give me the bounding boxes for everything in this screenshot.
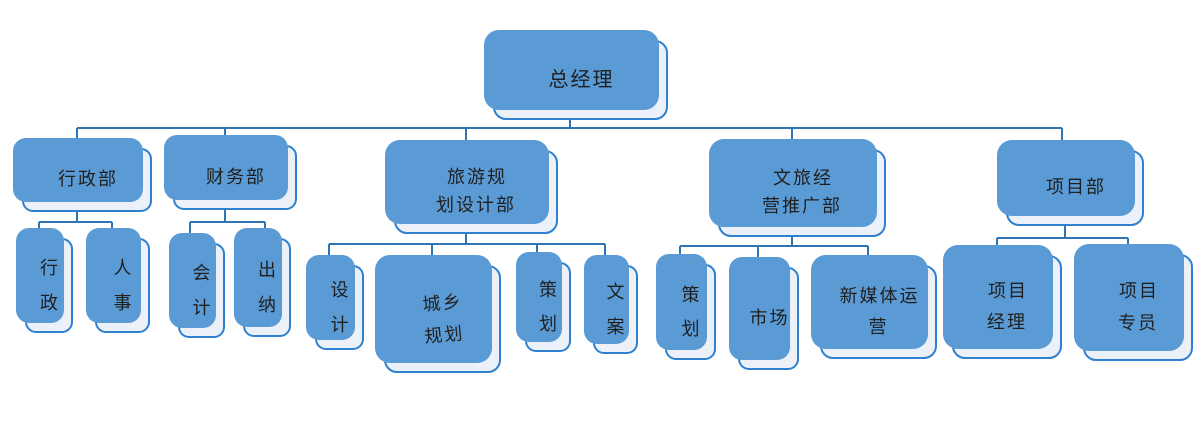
node-label: 会 计 bbox=[192, 263, 211, 318]
node-label: 出 纳 bbox=[258, 260, 276, 315]
node-urban-rural-planning: 城乡 规划 bbox=[384, 265, 501, 373]
node-label: 新媒体运 营 bbox=[839, 285, 920, 338]
node-project-dept: 项目部 bbox=[1006, 150, 1144, 226]
node-label: 项目 专员 bbox=[1118, 281, 1159, 333]
node-label: 项目部 bbox=[1046, 177, 1106, 198]
node-accounting: 会 计 bbox=[178, 243, 225, 338]
node-cashier: 出 纳 bbox=[243, 238, 291, 337]
node-label: 文旅经 营推广部 bbox=[762, 168, 842, 216]
node-planning: 策 划 bbox=[525, 262, 571, 352]
node-general-manager: 总经理 bbox=[493, 40, 668, 120]
node-label: 人 事 bbox=[113, 258, 132, 313]
node-label: 行 政 bbox=[40, 258, 58, 313]
node-admin: 行 政 bbox=[25, 238, 73, 333]
node-label: 策 划 bbox=[539, 279, 557, 334]
node-label: 城乡 规划 bbox=[421, 290, 465, 346]
node-label: 行政部 bbox=[58, 169, 118, 190]
node-label: 设 计 bbox=[330, 280, 349, 335]
node-copywriting: 文 案 bbox=[593, 265, 638, 354]
node-finance-dept: 财务部 bbox=[173, 145, 297, 210]
node-marketing: 市场 bbox=[738, 267, 799, 370]
node-label: 市场 bbox=[749, 307, 790, 328]
node-design: 设 计 bbox=[315, 265, 364, 350]
node-new-media-operation: 新媒体运 营 bbox=[820, 265, 937, 359]
node-label: 财务部 bbox=[206, 166, 266, 187]
node-label: 总经理 bbox=[548, 68, 615, 91]
node-project-manager: 项目 经理 bbox=[952, 255, 1062, 359]
node-label: 项目 经理 bbox=[987, 280, 1028, 333]
node-planning-2: 策 划 bbox=[665, 264, 716, 360]
node-label: 旅游规 划设计部 bbox=[436, 167, 516, 215]
node-admin-dept: 行政部 bbox=[22, 148, 152, 212]
node-label: 文 案 bbox=[606, 282, 625, 337]
node-label: 策 划 bbox=[681, 284, 700, 339]
node-hr: 人 事 bbox=[95, 238, 150, 333]
node-tourism-planning-design-dept: 旅游规 划设计部 bbox=[394, 150, 558, 234]
node-culture-tourism-marketing-dept: 文旅经 营推广部 bbox=[718, 149, 886, 237]
node-project-specialist: 项目 专员 bbox=[1083, 254, 1193, 361]
